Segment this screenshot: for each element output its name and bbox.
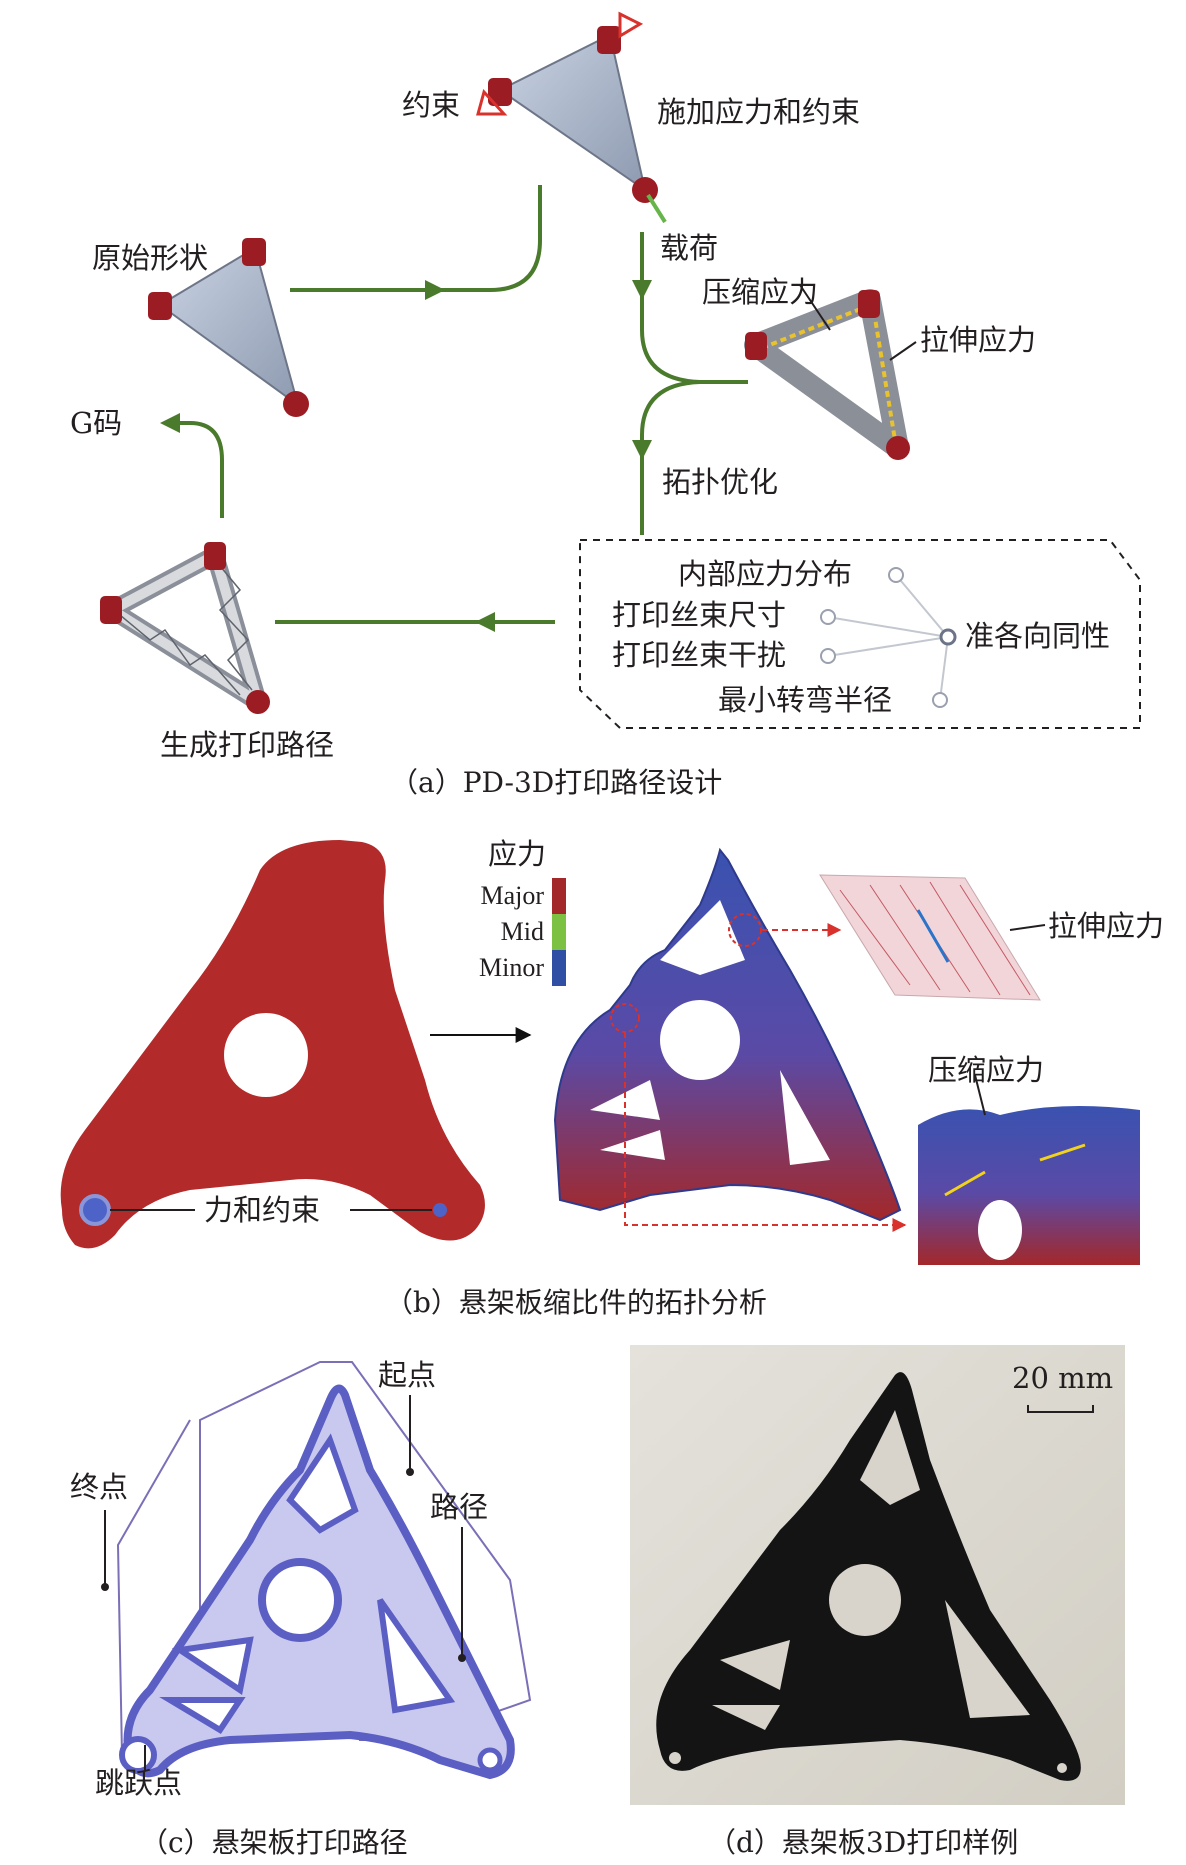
truss-generated	[100, 542, 270, 714]
constraint-point	[79, 1194, 111, 1226]
scale-label: 20 mm	[1012, 1361, 1113, 1395]
zoom-tensile	[819, 874, 1041, 1001]
factor-4: 最小转弯半径	[718, 683, 892, 717]
label-original: 原始形状	[92, 241, 208, 275]
design-space-hole	[224, 1013, 308, 1097]
panel-c: 起点 终点 路径 跳跃点 （c）悬架板打印路径	[70, 1358, 532, 1859]
caption-a: （a）PD-3D打印路径设计	[390, 766, 722, 799]
triangle-apply	[476, 11, 667, 224]
factor-network	[820, 567, 957, 708]
label-constraint: 约束	[402, 88, 460, 122]
scale-bar	[1027, 1405, 1094, 1413]
caption-b: （b）悬架板缩比件的拓扑分析	[385, 1286, 767, 1319]
legend-title: 应力	[488, 837, 546, 871]
compress-arrow	[1039, 1143, 1086, 1162]
caption-c: （c）悬架板打印路径	[140, 1826, 408, 1859]
legend-label-mid: Mid	[501, 917, 544, 946]
label-compress-b: 压缩应力	[928, 1053, 1044, 1087]
label-topo: 拓扑优化	[662, 465, 778, 499]
factor-2: 打印丝束尺寸	[612, 598, 786, 632]
label-jump: 跳跃点	[95, 1766, 182, 1800]
label-force: 力和约束	[204, 1193, 320, 1227]
legend-label-minor: Minor	[479, 953, 544, 982]
load-arrow	[646, 193, 667, 224]
label-load: 载荷	[660, 231, 718, 265]
label-tensile-b: 拉伸应力	[1048, 909, 1164, 943]
tensile-arrow	[916, 909, 950, 963]
label-tensile: 拉伸应力	[920, 323, 1036, 357]
constraint-point	[433, 1203, 447, 1217]
factor-3: 打印丝束干扰	[612, 638, 786, 672]
triangle-stressed	[744, 289, 910, 460]
label-start: 起点	[378, 1358, 436, 1392]
legend-swatch-major	[552, 878, 566, 914]
label-gcode: G码	[70, 406, 122, 440]
triangle-original	[148, 238, 309, 417]
factors-box	[579, 539, 1141, 729]
legend-swatch-minor	[552, 950, 566, 986]
label-end: 终点	[70, 1470, 128, 1504]
compress-arrow	[944, 1170, 986, 1197]
topology-result	[553, 847, 902, 1222]
zoom-compress	[918, 1106, 1140, 1265]
constraint-triangle-icon	[618, 11, 644, 39]
legend-label-major: Major	[480, 881, 544, 910]
panel-a: 约束 施加应力和约束 载荷 原始形状 拓扑优化 压缩应力 拉伸应力	[70, 11, 1141, 799]
panel-d: 20 mm （d）悬架板3D打印样例	[630, 1345, 1125, 1859]
legend-swatch-mid	[552, 914, 566, 950]
label-compress: 压缩应力	[702, 275, 818, 309]
label-path: 路径	[430, 1490, 488, 1524]
constraint-triangle-icon	[476, 88, 508, 116]
flow-arrow-4	[165, 421, 224, 518]
label-generate: 生成打印路径	[160, 728, 334, 762]
factor-target: 准各向同性	[965, 619, 1110, 653]
factor-1: 内部应力分布	[678, 557, 852, 591]
flow-arrow-1	[290, 185, 542, 292]
label-apply: 施加应力和约束	[657, 95, 860, 129]
caption-d: （d）悬架板3D打印样例	[708, 1826, 1018, 1859]
